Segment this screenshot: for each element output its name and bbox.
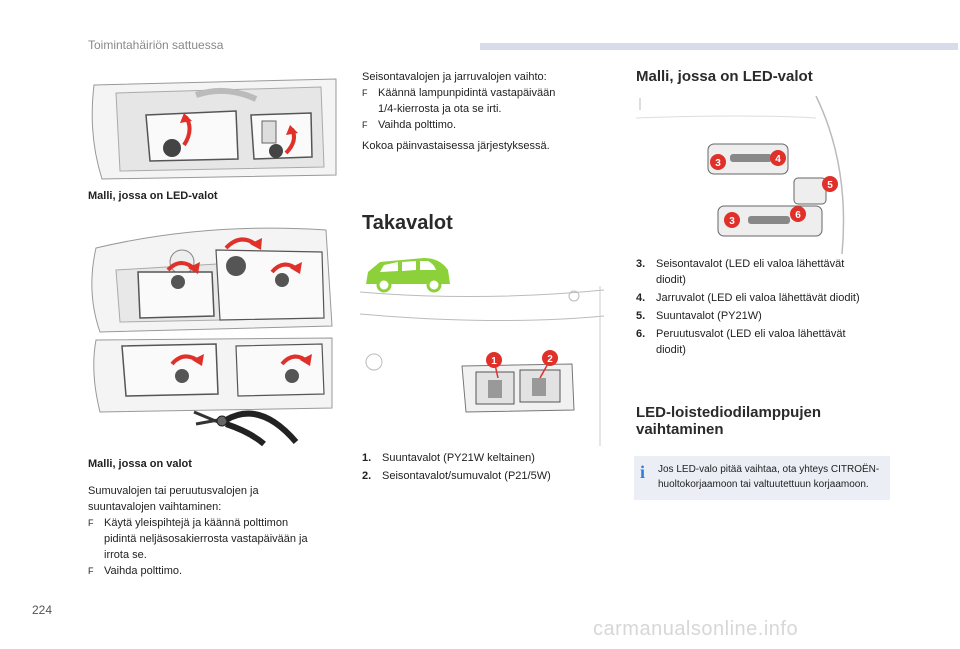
- callout-2-badge: [542, 350, 558, 366]
- callout-2: 2: [547, 354, 553, 365]
- led-heading-line2: vaihtaminen: [636, 421, 724, 438]
- info-text-line1: Jos LED-valo pitää vaihtaa, ota yhteys C…: [658, 464, 880, 475]
- header-accent-bar: [480, 43, 958, 50]
- legend-number: 4.: [636, 292, 646, 304]
- callout-1-badge: [486, 352, 502, 368]
- callout-5: 5: [827, 180, 833, 191]
- caption-bulb-model: Malli, jossa on valot: [88, 458, 192, 470]
- legend-item: 4. Jarruvalot (LED eli valoa lähettävät …: [636, 290, 892, 306]
- arrow-marker-icon: F: [362, 88, 368, 98]
- legend-item: 5. Suuntavalot (PY21W): [636, 308, 892, 324]
- info-text: Jos LED-valo pitää vaihtaa, ota yhteys C…: [658, 462, 886, 492]
- stop-lamp-instructions: Seisontavalojen ja jarruvalojen vaihto: …: [362, 69, 602, 133]
- led-model-heading: Malli, jossa on LED-valot: [636, 68, 813, 85]
- step-text: Käytä yleispihtejä ja käännä polttimon: [104, 517, 289, 529]
- rear-lamps-legend: 1. Suuntavalot (PY21W keltainen) 2. Seis…: [362, 450, 602, 486]
- arrow-marker-icon: F: [362, 120, 368, 130]
- legend-number: 3.: [636, 258, 646, 270]
- arrow-marker-icon: F: [88, 566, 94, 576]
- replace-step: F Käännä lampunpidintä vastapäivään 1/4-…: [362, 85, 602, 117]
- legend-text: diodit): [656, 344, 686, 356]
- callout-3: 3: [715, 158, 721, 169]
- step-text: pidintä neljäsosakierrosta vastapäivään …: [104, 533, 308, 545]
- led-heading-line1: LED-loistediodilamppujen: [636, 404, 822, 421]
- step-text: Käännä lampunpidintä vastapäivään: [378, 87, 556, 99]
- section-title: Toimintahäiriön sattuessa: [88, 38, 224, 52]
- fog-intro-line2: suuntavalojen vaihtaminen:: [88, 501, 222, 513]
- rear-lamp-bulb-diagram: 1 2: [360, 286, 604, 446]
- pliers-illustration: [193, 410, 299, 447]
- legend-text: Seisontavalot/sumuvalot (P21/5W): [382, 470, 551, 482]
- callout-1: 1: [491, 356, 497, 367]
- info-text-line2: huoltokorjaamoon tai valtuutettuun korja…: [658, 479, 869, 490]
- step-text: Vaihda polttimo.: [378, 119, 457, 131]
- legend-item: 3. Seisontavalot (LED eli valoa lähettäv…: [636, 256, 892, 288]
- legend-text: Peruutusvalot (LED eli valoa lähettävät: [656, 328, 846, 340]
- legend-item: 1. Suuntavalot (PY21W keltainen): [362, 450, 602, 466]
- arrow-marker-icon: F: [88, 518, 94, 528]
- rear-lamps-heading: Takavalot: [362, 212, 453, 234]
- legend-number: 2.: [362, 470, 372, 482]
- info-box: i Jos LED-valo pitää vaihtaa, ota yhteys…: [634, 456, 890, 500]
- legend-number: 1.: [362, 452, 372, 464]
- step-text: Vaihda polttimo.: [104, 565, 183, 577]
- legend-text: diodit): [656, 274, 686, 286]
- legend-item: 6. Peruutusvalot (LED eli valoa lähettäv…: [636, 326, 892, 358]
- page-number: 224: [32, 603, 53, 617]
- callout-3-lower: 3: [729, 216, 735, 227]
- legend-number: 5.: [636, 310, 646, 322]
- legend-text: Seisontavalot (LED eli valoa lähettävät: [656, 258, 845, 270]
- fog-lamp-instructions: Sumuvalojen tai peruutusvalojen ja suunt…: [88, 483, 348, 579]
- callout-4: 4: [775, 154, 781, 165]
- legend-text: Suuntavalot (PY21W): [656, 310, 762, 322]
- step-text: 1/4-kierrosta ja ota se irti.: [378, 103, 502, 115]
- callout-6: 6: [795, 210, 801, 221]
- caption-led-model: Malli, jossa on LED-valot: [88, 190, 218, 202]
- fog-step: F Vaihda polttimo.: [88, 563, 348, 579]
- legend-text: Jarruvalot (LED eli valoa lähettävät dio…: [656, 292, 860, 304]
- legend-number: 6.: [636, 328, 646, 340]
- step-text: irrota se.: [104, 549, 147, 561]
- watermark: carmanualsonline.info: [593, 618, 799, 640]
- led-tail-lamp-illustration: [91, 78, 337, 180]
- fog-intro-line1: Sumuvalojen tai peruutusvalojen ja: [88, 485, 259, 497]
- info-icon: i: [640, 462, 646, 482]
- intro-text: Seisontavalojen ja jarruvalojen vaihto:: [362, 71, 547, 83]
- legend-item: 2. Seisontavalot/sumuvalot (P21/5W): [362, 468, 602, 484]
- car-silhouette-icon: [366, 258, 450, 293]
- replace-step: F Vaihda polttimo.: [362, 117, 602, 133]
- led-replacement-heading: LED-loistediodilamppujen vaihtaminen: [636, 404, 821, 438]
- legend-text: Suuntavalot (PY21W keltainen): [382, 452, 535, 464]
- bulb-tail-lamp-illustration: [91, 227, 333, 413]
- led-model-legend: 3. Seisontavalot (LED eli valoa lähettäv…: [636, 256, 892, 360]
- fog-step: F Käytä yleispihtejä ja käännä polttimon…: [88, 515, 348, 563]
- led-lamp-diagram: 3 4 5 3 6: [636, 96, 845, 254]
- reassemble-text: Kokoa päinvastaisessa järjestyksessä.: [362, 140, 550, 152]
